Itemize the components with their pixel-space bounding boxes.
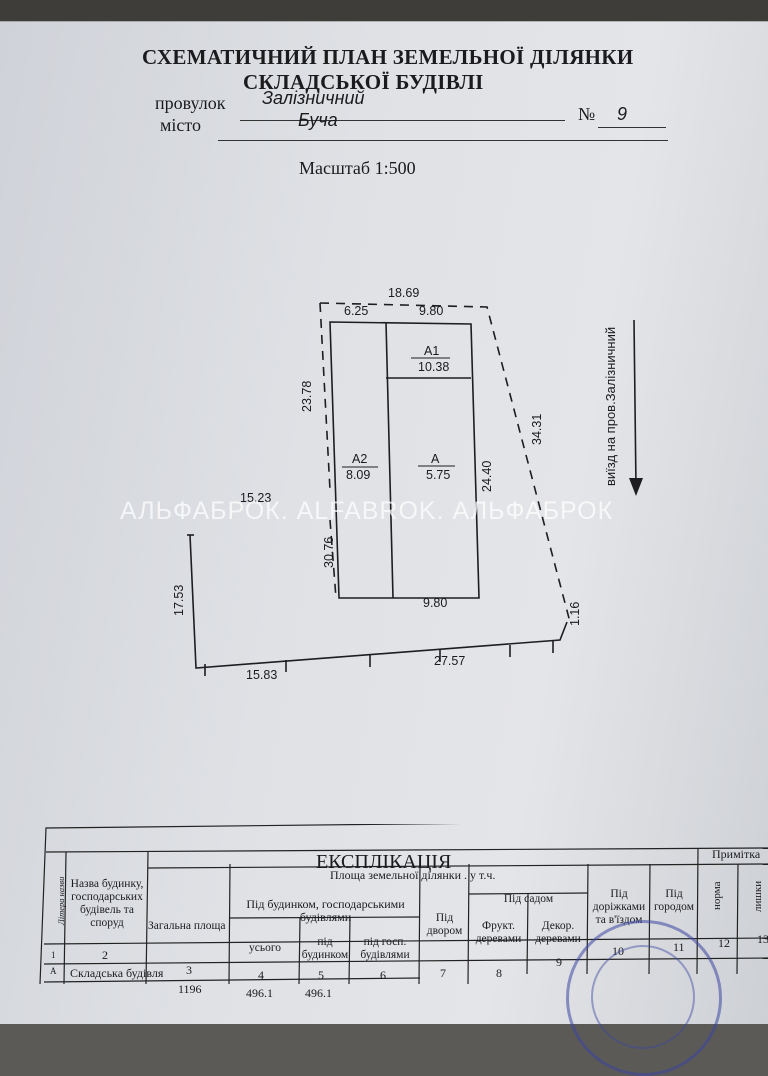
row-built-total: 496.1 bbox=[246, 986, 273, 1000]
city-underline bbox=[218, 140, 668, 141]
building-a2-label: А2 bbox=[352, 452, 368, 466]
dim-top-left: 6.25 bbox=[344, 304, 369, 318]
num-13: 13 bbox=[757, 932, 768, 946]
dim-right-lower: 1.16 bbox=[568, 601, 582, 626]
scale-label: Масштаб 1:500 bbox=[299, 158, 416, 178]
street-value: Залізничний bbox=[262, 88, 365, 108]
col-norm: норма bbox=[711, 881, 723, 911]
entrance-label: виїзд на пров.Залізничний bbox=[603, 326, 618, 486]
col-garden: Під садом bbox=[503, 893, 554, 905]
dim-bottom-inner: 9.80 bbox=[423, 596, 448, 610]
number-value: 9 bbox=[617, 104, 628, 124]
num-12: 12 bbox=[718, 936, 730, 950]
num-6: 6 bbox=[380, 968, 386, 982]
col-excess: лишки bbox=[752, 880, 764, 912]
col-under-buildings: Під будинком, господарськими будівлями bbox=[246, 897, 405, 924]
watermark-text: АЛЬФАБРОК. ALFABROK. АЛЬФАБРОК bbox=[120, 497, 614, 525]
col-vegetable: Під городом bbox=[653, 888, 694, 913]
row-name: Складська будівля bbox=[70, 966, 164, 980]
col-fruit: Фрукт. деревами bbox=[475, 920, 522, 945]
building-a-height: 5.75 bbox=[426, 468, 451, 482]
parcel-boundary-lower bbox=[189, 534, 568, 669]
entrance-arrow-line bbox=[633, 319, 637, 489]
dim-right-slope: 34.31 bbox=[530, 413, 544, 445]
num-4: 4 bbox=[258, 968, 264, 982]
official-stamp bbox=[566, 920, 722, 1076]
col-decor: Декор. деревами bbox=[535, 920, 581, 945]
num-3: 3 bbox=[186, 963, 192, 977]
dim-top-right: 9.80 bbox=[419, 304, 444, 318]
row-under-house: 496.1 bbox=[305, 986, 332, 1000]
parcel-boundary-left-lower bbox=[329, 519, 337, 599]
building-divider bbox=[385, 321, 394, 599]
number-label: № bbox=[578, 104, 596, 124]
area-header: Площа земельної ділянки . у т.ч. bbox=[330, 868, 496, 882]
entrance-arrow-head bbox=[629, 478, 643, 496]
dim-lower-left: 17.53 bbox=[172, 584, 186, 616]
col-name: Назва будинку, господарських будівель та… bbox=[70, 878, 144, 929]
site-plan bbox=[187, 302, 643, 676]
col-roads: Під доріжками та в'їздом bbox=[592, 888, 646, 926]
dim-top-total: 18.69 bbox=[388, 286, 420, 300]
page-edge-shadow bbox=[0, 0, 768, 60]
number-underline bbox=[598, 127, 666, 128]
title-line1: СХЕМАТИЧНИЙ ПЛАН ЗЕМЕЛЬНОЇ ДІЛЯНКИ bbox=[142, 45, 634, 69]
num-1: 1 bbox=[51, 950, 56, 960]
num-5: 5 bbox=[318, 968, 324, 982]
num-7: 7 bbox=[440, 966, 446, 980]
row-letter: А bbox=[50, 966, 57, 976]
col-letter: Літера назви bbox=[56, 876, 66, 925]
city-value: Буча bbox=[298, 110, 338, 130]
document-sheet bbox=[0, 0, 768, 1024]
building-a-label: А bbox=[431, 452, 440, 466]
dim-lower-top: 15.23 bbox=[240, 491, 272, 505]
dim-left-upper: 23.78 bbox=[300, 380, 314, 412]
num-9: 9 bbox=[556, 955, 562, 969]
building-a1-height: 10.38 bbox=[418, 360, 450, 374]
title-line2: СКЛАДСЬКОЇ БУДІВЛІ bbox=[243, 70, 484, 94]
col-yard: Під двором bbox=[426, 912, 463, 937]
col-under-aux: під госп. будівлями bbox=[360, 936, 410, 961]
col-total: Загальна площа bbox=[148, 920, 226, 932]
col-under-house: під будинком bbox=[301, 936, 349, 961]
building-a1-label: А1 bbox=[424, 344, 440, 358]
parcel-boundary-upper bbox=[319, 302, 571, 623]
city-label: місто bbox=[160, 115, 202, 135]
num-8: 8 bbox=[496, 966, 502, 980]
dim-right-inner: 24.40 bbox=[480, 460, 494, 492]
note-header: Примітка bbox=[712, 847, 761, 861]
building-outline bbox=[329, 321, 480, 599]
row-total: 1196 bbox=[178, 982, 202, 996]
dim-left-lower: 30.76 bbox=[322, 536, 336, 568]
num-2: 2 bbox=[102, 948, 108, 962]
building-a2-height: 8.09 bbox=[346, 468, 371, 482]
col-total-sub: усього bbox=[248, 942, 282, 954]
dim-bottom-left: 15.83 bbox=[246, 668, 278, 682]
street-label: провулок bbox=[155, 93, 226, 113]
street-underline bbox=[240, 120, 565, 121]
explication-title: ЕКСПЛІКАЦІЯ bbox=[316, 851, 452, 873]
dim-bottom-right: 27.57 bbox=[434, 654, 466, 668]
parcel-boundary-left bbox=[319, 302, 331, 491]
